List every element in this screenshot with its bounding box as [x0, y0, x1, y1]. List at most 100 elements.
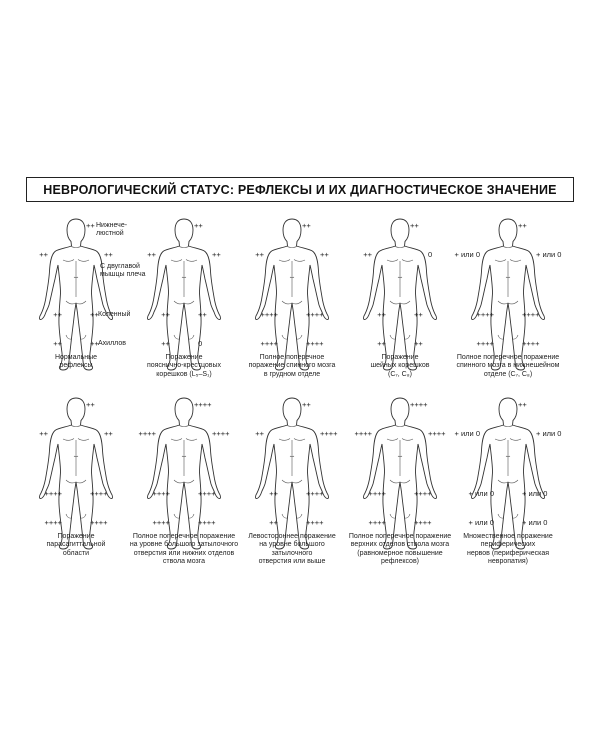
- body-detail-line: [173, 334, 180, 340]
- caption-line: невропатия): [487, 558, 529, 566]
- body-detail-line: [178, 245, 190, 248]
- reflex-arm-left: ++: [147, 250, 156, 259]
- reflex-panel-9: ++++++++++++++++++++++++++++Полное попер…: [346, 392, 454, 592]
- reflex-jaw: ++: [410, 221, 419, 230]
- reflex-ankle-right: 0: [198, 339, 203, 348]
- body-detail-line: [65, 479, 87, 484]
- body-detail-line: [505, 276, 511, 279]
- body-detail-line: [170, 438, 183, 441]
- caption-line: Полное поперечное: [259, 354, 325, 361]
- reflex-jaw: ++++: [410, 400, 428, 409]
- body-detail-line: [502, 245, 514, 248]
- reflex-arm-right: ++++: [320, 429, 338, 438]
- body-detail-line: [397, 276, 403, 279]
- body-detail-line: [62, 438, 75, 441]
- reflex-panel-5: +++ или 0+ или 0++++++++++++++++Полное п…: [454, 213, 562, 413]
- reflex-knee-right: ++: [414, 310, 423, 319]
- reflex-panel-8: ++++++++++++++++++++Левостороннее пораже…: [238, 392, 346, 592]
- body-detail-line: [296, 513, 303, 519]
- reflex-ankle-right: ++: [414, 339, 423, 348]
- reflex-ankle-right: + или 0: [522, 518, 548, 527]
- reflex-arm-left: ++: [363, 250, 372, 259]
- reflex-knee-left: ++: [161, 310, 170, 319]
- caption-line: Нормальные: [54, 354, 98, 361]
- body-outline-figure: [255, 218, 329, 371]
- body-detail-line: [497, 513, 504, 519]
- caption-line: рефлексы: [59, 362, 93, 370]
- body-detail-line: [389, 513, 396, 519]
- reflex-arm-left: + или 0: [454, 429, 480, 438]
- body-detail-line: [188, 334, 195, 340]
- body-detail-line: [389, 479, 411, 484]
- reflex-arm-right: 0: [428, 250, 433, 259]
- body-detail-line: [62, 259, 75, 262]
- reflex-jaw: ++: [86, 400, 95, 409]
- caption-line: поражение спинного мозга: [248, 362, 336, 370]
- body-detail-line: [386, 438, 399, 441]
- body-detail-line: [497, 334, 504, 340]
- reflex-arm-right: ++++: [428, 429, 446, 438]
- body-detail-line: [65, 334, 72, 340]
- reflex-ankle-right: ++++: [198, 518, 216, 527]
- reflex-knee-right: ++++: [414, 489, 432, 498]
- body-outline-figure: [471, 218, 545, 371]
- body-detail-line: [394, 424, 406, 427]
- body-detail-line: [502, 424, 514, 427]
- reflex-knee-left: ++++: [44, 489, 62, 498]
- reflex-ankle-right: ++++: [522, 339, 540, 348]
- reflex-jaw: ++: [302, 400, 311, 409]
- reflex-ankle-left: + или 0: [468, 518, 494, 527]
- body-outline-figure: [471, 397, 545, 550]
- annotation-biceps-line1: С двуглавой: [100, 263, 140, 270]
- reflex-arm-left: ++: [255, 429, 264, 438]
- title-box: НЕВРОЛОГИЧЕСКИЙ СТАТУС: РЕФЛЕКСЫ И ИХ ДИ…: [26, 177, 574, 202]
- body-detail-line: [386, 259, 399, 262]
- body-detail-line: [181, 276, 187, 279]
- body-detail-line: [181, 455, 187, 458]
- body-detail-line: [278, 438, 291, 441]
- reflex-knee-right: ++: [198, 310, 207, 319]
- body-detail-line: [293, 438, 306, 441]
- reflex-knee-right: ++++: [198, 489, 216, 498]
- caption-line: области: [62, 549, 90, 557]
- reflex-knee-left: ++++: [260, 310, 278, 319]
- reflex-jaw: ++: [518, 221, 527, 230]
- reflex-knee-right: ++++: [90, 489, 108, 498]
- caption-line: (равномерное повышение: [357, 549, 443, 557]
- reflex-ankle-right: ++++: [90, 518, 108, 527]
- reflex-ankle-left: ++++: [44, 518, 62, 527]
- reflex-knee-left: ++: [377, 310, 386, 319]
- annotation-jaw-line2: люстной: [96, 230, 124, 237]
- caption-line: нервов (периферическая: [466, 549, 550, 557]
- reflex-knee-right: ++++: [306, 310, 324, 319]
- body-detail-line: [509, 438, 522, 441]
- caption-line: пояснично-крестцовых: [146, 362, 222, 370]
- caption-line: отделе (C₇, C₈): [483, 370, 533, 378]
- caption-line: на уровне большого: [259, 541, 325, 549]
- reflex-ankle-left: ++: [377, 339, 386, 348]
- reflex-arm-right: ++++: [212, 429, 230, 438]
- reflex-knee-right: ++: [90, 310, 99, 319]
- body-detail-line: [278, 259, 291, 262]
- caption-line: Полное поперечное поражение: [348, 533, 452, 540]
- reflex-arm-left: ++: [255, 250, 264, 259]
- caption-line: парасагиттальной: [46, 541, 106, 549]
- body-detail-line: [73, 455, 79, 458]
- reflex-ankle-right: ++: [90, 339, 99, 348]
- caption-line: в грудном отделе: [263, 370, 321, 378]
- caption-line: Полное поперечное поражение: [456, 354, 560, 361]
- reflex-arm-left: ++++: [138, 429, 156, 438]
- body-outline-figure: [39, 218, 113, 371]
- body-detail-line: [281, 334, 288, 340]
- body-detail-line: [293, 259, 306, 262]
- body-detail-line: [296, 334, 303, 340]
- body-detail-line: [389, 334, 396, 340]
- reflex-jaw: ++: [518, 400, 527, 409]
- annotation-knee: Коленный: [98, 311, 131, 318]
- reflex-arm-right: + или 0: [536, 250, 562, 259]
